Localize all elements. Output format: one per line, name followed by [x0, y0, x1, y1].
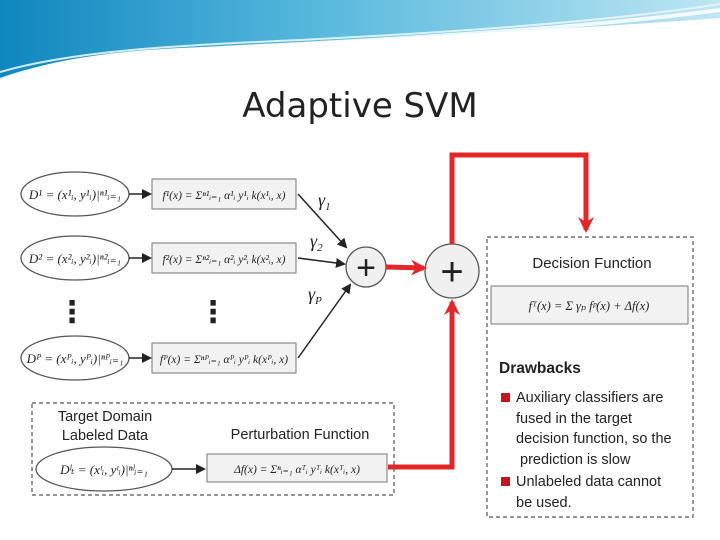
source-domain-3: Dᴾ = (xᴾᵢ, yᴾᵢ)|ⁿᴾᵢ₌₁ — [26, 351, 124, 366]
decision-function-title: Decision Function — [532, 255, 651, 272]
weight-gamma-3: γP — [308, 284, 322, 307]
weight-gamma-2: γ2 — [310, 231, 323, 254]
list-item: Unlabeled data cannot be used. — [500, 472, 696, 513]
list-item: Auxiliary classifiers are fused in the t… — [500, 388, 696, 470]
classifier-formula-2: f²(x) = Σⁿ²ᵢ₌₁ α²ᵢ y²ᵢ k(x²ᵢ, x) — [163, 254, 286, 266]
drawback-1-line-2: fused in the target — [516, 411, 632, 427]
plus-sign-2: + — [440, 250, 463, 294]
bullet-square-icon — [501, 393, 510, 402]
drawback-2-line-1: Unlabeled data cannot — [516, 474, 661, 490]
target-domain-label-line-2: Labeled Data — [62, 428, 149, 444]
arrow-icon — [386, 267, 424, 268]
drawback-1-line-4: prediction is slow — [516, 452, 630, 468]
drawback-1-line-3: decision function, so the — [516, 431, 672, 447]
drawbacks-title: Drawbacks — [499, 360, 581, 377]
target-domain-formula: Dˡₜ = (xᵗᵢ, yᵗᵢ)|ⁿˡᵢ₌₁ — [59, 462, 148, 477]
target-domain-label-line-1: Target Domain — [58, 409, 152, 425]
perturbation-label: Perturbation Function — [231, 427, 370, 443]
arrow-icon — [298, 285, 350, 358]
header-swoosh — [0, 0, 720, 80]
ellipsis-domains: ⋮ — [57, 296, 87, 329]
perturbation-formula: Δf(x) = Σⁿᵢ₌₁ αᵀᵢ yᵀᵢ k(xᵀᵢ, x) — [233, 464, 360, 476]
arrow-icon — [298, 258, 344, 264]
weight-gamma-1: γ1 — [318, 190, 331, 213]
classifier-formula-3: fᴾ(x) = Σⁿᴾᵢ₌₁ αᴾᵢ yᴾᵢ k(xᴾᵢ, x) — [160, 354, 288, 366]
source-domain-1: D¹ = (x¹ᵢ, y¹ᵢ)|ⁿ¹ᵢ₌₁ — [28, 187, 121, 202]
arrow-icon — [388, 302, 452, 467]
drawback-2-line-2: be used. — [516, 495, 572, 511]
classifier-formula-1: f¹(x) = Σⁿ¹ᵢ₌₁ α¹ᵢ y¹ᵢ k(x¹ᵢ, x) — [163, 190, 286, 202]
page-title: Adaptive SVM — [0, 86, 720, 126]
arrow-icon — [452, 155, 586, 244]
decision-formula: fᵀ(x) = Σ γₚ fᵖ(x) + Δf(x) — [529, 299, 650, 313]
drawbacks-list: Auxiliary classifiers are fused in the t… — [500, 388, 696, 515]
source-domain-2: D² = (x²ᵢ, y²ᵢ)|ⁿ²ᵢ₌₁ — [28, 251, 121, 266]
bullet-square-icon — [501, 477, 510, 486]
ellipsis-classifiers: ⋮ — [198, 296, 228, 329]
plus-sign-1: + — [356, 249, 376, 287]
drawback-1-line-1: Auxiliary classifiers are — [516, 390, 663, 406]
